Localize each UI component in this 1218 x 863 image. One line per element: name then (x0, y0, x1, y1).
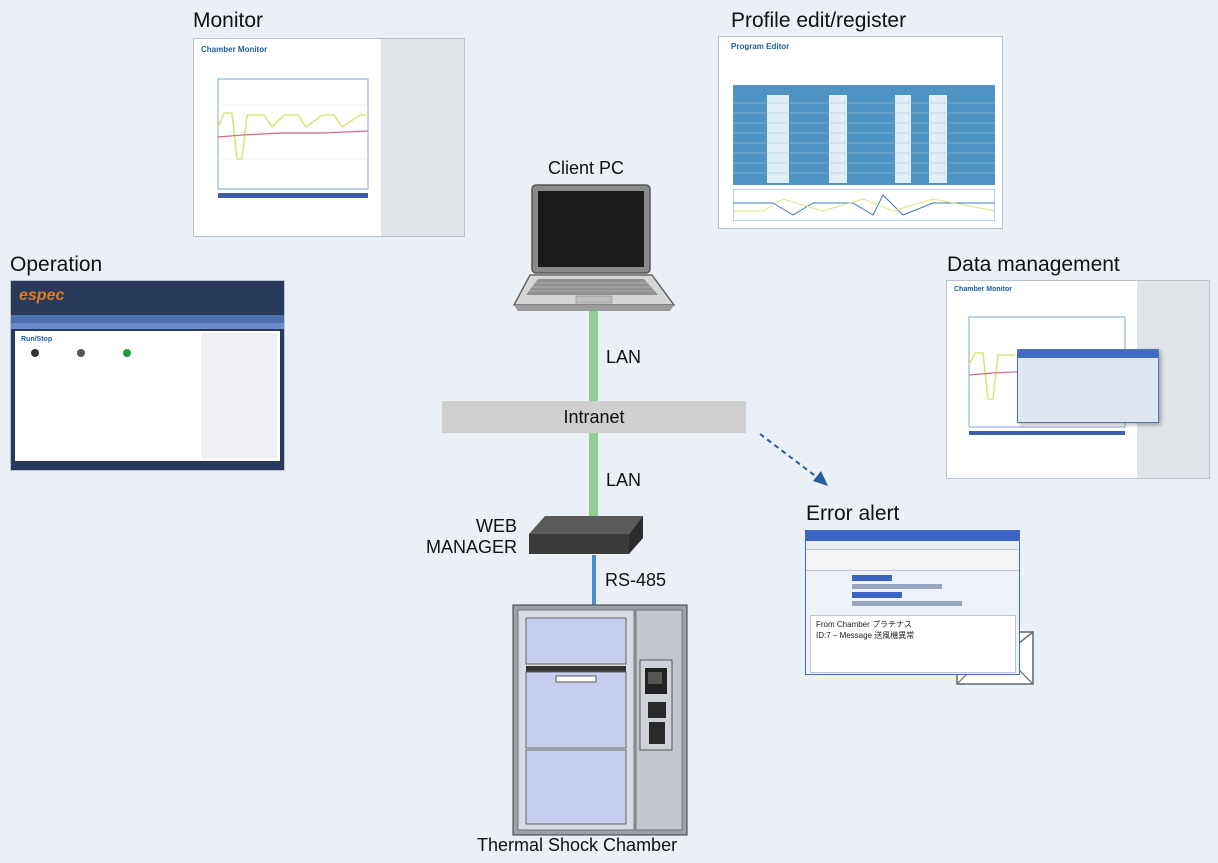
monitor-title: Chamber Monitor (201, 45, 268, 54)
profile-screenshot: Program Editor (718, 36, 1003, 229)
intranet-label: Intranet (563, 406, 625, 427)
web-manager-device-icon (529, 516, 643, 554)
laptop-icon (512, 184, 676, 311)
monitor-label: Monitor (193, 9, 264, 32)
lan-top-label: LAN (606, 347, 642, 367)
web-manager-label-1: WEB (475, 516, 517, 536)
web-manager-label-2: MANAGER (425, 537, 517, 557)
lan-line-top (589, 310, 598, 402)
profile-graph (733, 189, 995, 221)
data-management-screenshot: Chamber Monitor (946, 280, 1210, 479)
data-title: Chamber Monitor (954, 286, 1012, 293)
monitor-screenshot: Chamber Monitor (193, 38, 465, 237)
chamber-label: Thermal Shock Chamber (477, 835, 678, 855)
mail-body-line: ID:7 – Message 送風機異常 (816, 631, 915, 640)
operation-title: Run/Stop (21, 336, 53, 343)
operation-screenshot: espec Run/Stop (10, 280, 285, 471)
client-pc-label: Client PC (548, 158, 625, 178)
chamber-icon (512, 604, 688, 836)
profile-label: Profile edit/register (731, 9, 907, 32)
data-management-label: Data management (947, 253, 1120, 276)
operation-logo: espec (19, 287, 65, 304)
download-dialog (1017, 349, 1159, 423)
lan-bottom-label: LAN (606, 470, 642, 490)
monitor-chart (217, 78, 369, 198)
lan-line-bottom (589, 432, 598, 522)
profile-title: Program Editor (731, 42, 790, 51)
operation-label: Operation (10, 253, 103, 276)
intranet-bar: Intranet (442, 401, 746, 433)
alert-arrow (759, 433, 828, 486)
mail-from-line: From Chamber プラチナス (816, 620, 913, 629)
profile-table (733, 85, 995, 185)
error-alert-mail-window: From Chamber プラチナス ID:7 – Message 送風機異常 (805, 530, 1020, 675)
error-alert-label: Error alert (806, 502, 900, 525)
rs485-line (592, 555, 596, 607)
rs485-label: RS-485 (605, 570, 667, 590)
